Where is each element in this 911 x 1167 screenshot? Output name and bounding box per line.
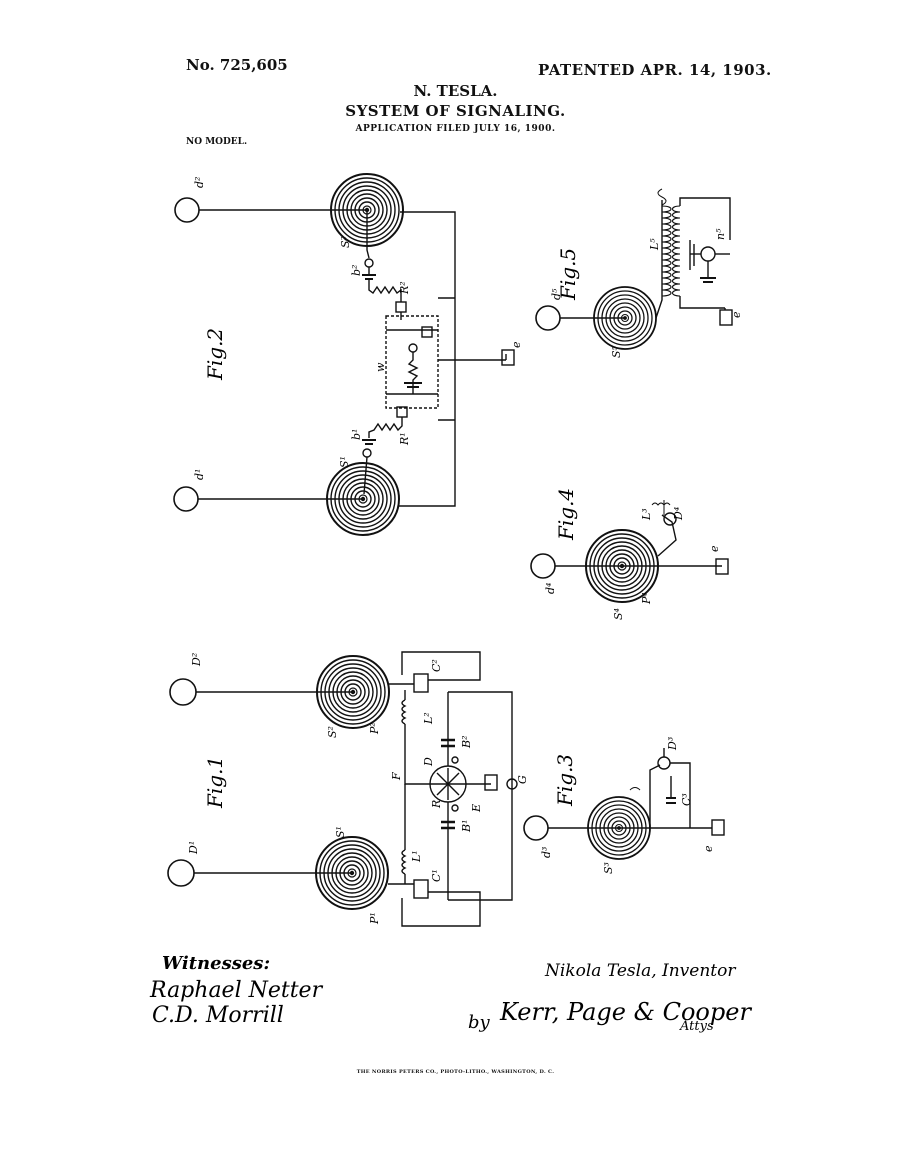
label-D3: D³ (666, 737, 679, 751)
label-R: R (430, 800, 443, 809)
witnesses-label: Witnesses: (162, 953, 270, 974)
attys-label: Attys (679, 1019, 714, 1034)
label-s4: S⁴ (612, 608, 625, 620)
fig5-label: Fig.5 (556, 248, 580, 301)
label-s1: S¹ (338, 456, 351, 468)
label-s5: S⁵ (610, 345, 623, 358)
label-p4: P⁴ (640, 592, 653, 605)
label-P1: P¹ (368, 912, 381, 925)
figure-3-diagram (523, 748, 725, 860)
label-c3: C³ (680, 793, 693, 806)
label-L1: L¹ (410, 850, 423, 863)
figure-5-diagram (535, 188, 733, 350)
fig4-label: Fig.4 (554, 488, 578, 541)
label-B2: B² (460, 736, 473, 750)
patented-date: PATENTED APR. 14, 1903. (538, 61, 772, 79)
fig2-label: Fig.2 (203, 328, 227, 381)
label-C2: C² (430, 659, 443, 672)
inventor-signature: Nikola Tesla, Inventor (544, 961, 736, 981)
figure-1-diagram (167, 651, 518, 927)
label-n5: n⁵ (714, 228, 727, 240)
label-d4: d⁴ (544, 583, 557, 594)
label-S1: S¹ (334, 826, 347, 838)
label-d2: d² (193, 177, 206, 188)
antenna-D2 (169, 678, 197, 706)
fig3-label: Fig.3 (553, 754, 577, 807)
printer-imprint: THE NORRIS PETERS CO., PHOTO-LITHO., WAS… (356, 1069, 555, 1075)
witness-signature-2: C.D. Morrill (152, 1003, 284, 1028)
antenna-d1 (173, 486, 199, 512)
label-L2: L² (422, 712, 435, 725)
attorneys-signature: Kerr, Page & Cooper (499, 998, 752, 1026)
figure-4-diagram (530, 500, 729, 603)
label-b1: b¹ (350, 429, 363, 440)
label-e-fig4: e (708, 545, 721, 552)
label-r2: R² (398, 281, 411, 295)
antenna-D1 (167, 859, 195, 887)
label-E: E (470, 804, 483, 813)
no-model-note: NO MODEL. (186, 137, 248, 147)
label-C1: C¹ (430, 869, 443, 882)
label-P2: P² (368, 722, 381, 735)
label-D2: D² (190, 653, 203, 667)
label-e-fig2: e (510, 341, 523, 348)
label-d5: d⁵ (550, 288, 563, 300)
label-F: F (390, 772, 403, 781)
label-s3: S³ (602, 862, 615, 874)
label-l3: L³ (640, 508, 653, 521)
witness-signature-1: Raphael Netter (149, 978, 324, 1003)
label-r1: R¹ (398, 432, 411, 446)
label-G: G (516, 775, 529, 784)
label-l5: L⁵ (648, 238, 661, 251)
by-label: by (468, 1012, 491, 1033)
antenna-d5 (535, 305, 561, 331)
inventor-heading: N. TESLA. (413, 82, 498, 100)
label-D: D (422, 757, 435, 767)
label-S2: S² (326, 726, 339, 738)
antenna-d4 (530, 553, 556, 579)
label-b2: b² (350, 265, 363, 276)
label-w: w (374, 362, 387, 372)
label-d3: d³ (540, 847, 553, 858)
label-d4-det: D⁴ (672, 507, 685, 521)
fig1-label: Fig.1 (203, 756, 227, 809)
antenna-d2 (174, 197, 200, 223)
antenna-d3 (523, 815, 549, 841)
label-s2: S² (339, 236, 352, 248)
label-e-fig5: e (730, 311, 743, 318)
label-d1: d¹ (193, 469, 206, 480)
label-D1: D¹ (187, 841, 200, 855)
label-B1: B¹ (460, 820, 473, 834)
figure-2-diagram (173, 173, 515, 536)
application-filed: APPLICATION FILED JULY 16, 1900. (355, 124, 556, 134)
patent-number: No. 725,605 (186, 56, 288, 74)
label-e-fig3: e (702, 845, 715, 852)
patent-title: SYSTEM OF SIGNALING. (345, 102, 566, 120)
